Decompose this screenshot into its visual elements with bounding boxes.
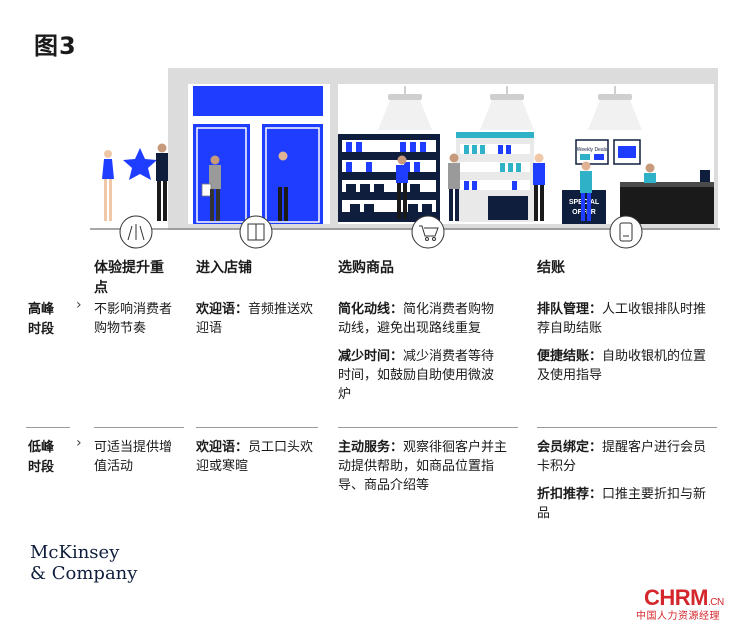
- star-icon: [123, 148, 157, 180]
- checkout-icon: [609, 215, 643, 249]
- cart-icon: [411, 215, 445, 249]
- person-entering-left: [201, 155, 221, 221]
- cell-peak-shop: 简化动线：简化消费者购物动线，避免出现路线重复 减少时间：减少消费者等待时间，如…: [338, 302, 495, 402]
- person-shopper-center: [533, 153, 545, 221]
- separator-shop: [338, 427, 518, 428]
- mckinsey-logo-line2: & Company: [30, 563, 138, 584]
- chevron-right-icon: ›: [76, 435, 82, 451]
- person-customer-with-star: [102, 143, 168, 221]
- column-heading-checkout: 结账: [537, 260, 565, 276]
- cell-peak-focus: 不影响消费者购物节奏: [94, 302, 173, 336]
- row-label-offpeak: 低峰时段: [28, 440, 55, 475]
- cell-peak-enter: 欢迎语：音频推送欢迎语: [196, 302, 314, 336]
- separator-focus: [94, 427, 184, 428]
- store-illustration: Weekly Deals SPECIAL OFFER: [90, 68, 720, 249]
- separator-enter: [196, 427, 318, 428]
- chrm-watermark-subtitle: 中国人力资源经理: [636, 611, 720, 622]
- cell-offpeak-focus: 可适当提供增值活动: [94, 440, 173, 474]
- person-shopper-left: [396, 155, 408, 219]
- cell-peak-checkout: 排队管理：人工收银排队时推荐自助结账 便捷结账：自助收银机的位置及使用指导: [537, 302, 707, 383]
- weekly-deals-text: Weekly Deals: [577, 147, 608, 153]
- shelf-unit-left: [338, 134, 440, 222]
- cell-offpeak-enter: 欢迎语：员工口头欢迎或寒暄: [196, 440, 314, 474]
- chevron-right-icon: ›: [76, 297, 82, 313]
- ceiling-lamps: [378, 86, 642, 130]
- person-entering-right: [277, 151, 289, 221]
- mckinsey-logo-line1: McKinsey: [30, 542, 120, 563]
- separator-checkout: [537, 427, 717, 428]
- shelf-unit-center: [456, 132, 534, 222]
- checkout-counter: [620, 182, 714, 224]
- column-heading-enter: 进入店铺: [196, 260, 252, 276]
- checkout-area: Weekly Deals SPECIAL OFFER: [562, 139, 714, 224]
- column-heading-focus: 体验提升重点: [94, 260, 164, 296]
- entrance-sign-band: [193, 86, 323, 116]
- entrance-door-right: [262, 124, 323, 224]
- person-cashier: [644, 163, 656, 183]
- cell-offpeak-checkout: 会员绑定：提醒客户进行会员卡积分 折扣推荐：口推主要折扣与新品: [537, 440, 707, 521]
- figure-title: 图3: [34, 32, 77, 60]
- row-label-peak: 高峰时段: [28, 302, 55, 337]
- chrm-watermark: CHRM.CN: [644, 585, 724, 610]
- person-customer-checkout: [580, 161, 592, 221]
- separator-label: [26, 427, 70, 428]
- column-icons: [119, 215, 643, 249]
- entrance-door-left: [193, 124, 250, 224]
- cell-offpeak-shop: 主动服务：观察徘徊客户并主动提供帮助，如商品位置指导、商品介绍等: [338, 440, 508, 493]
- person-staff-center: [448, 153, 460, 221]
- column-heading-shop: 选购商品: [338, 260, 394, 276]
